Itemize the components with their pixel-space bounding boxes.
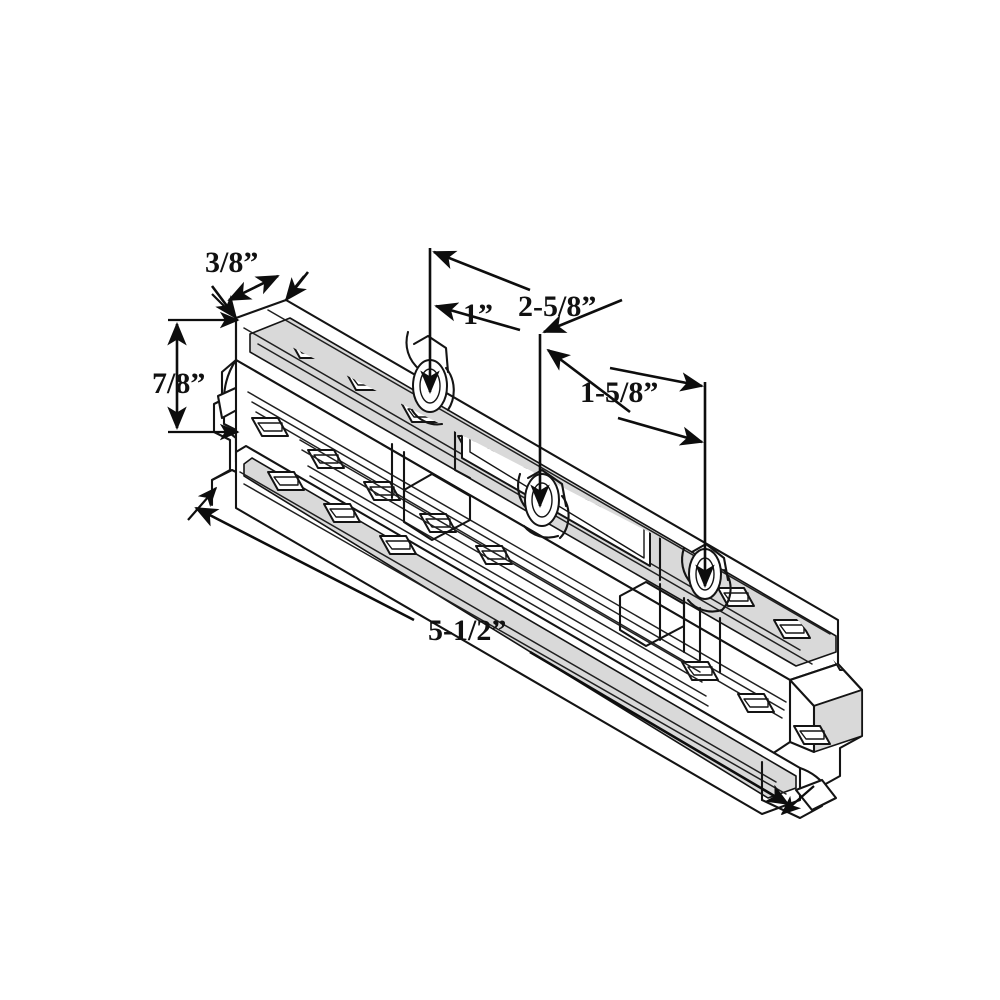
dim-hole-offset-1: 1”: [420, 248, 531, 394]
dim-length-label: 5-1/2”: [428, 614, 506, 647]
dim-hole-offset-3-label: 1-5/8”: [580, 376, 658, 409]
dim-thickness: 3/8”: [205, 246, 310, 320]
dim-hole-offset-3: 1-5/8”: [580, 366, 715, 588]
dim-thickness-label: 3/8”: [205, 246, 258, 279]
web-notches: [402, 472, 686, 648]
bottom-rail: [234, 444, 802, 816]
dimension-annotations: 3/8” 7/8” 1” 2-5/8”: [152, 246, 815, 816]
dim-hole-offset-2: 2-5/8”: [518, 290, 631, 508]
dim-hole-offset-2-label: 2-5/8”: [518, 290, 596, 323]
dim-length: 5-1/2”: [187, 486, 815, 816]
dim-height: 7/8”: [152, 311, 240, 441]
perforation-row-4: [681, 661, 831, 745]
dim-height-label: 7/8”: [152, 367, 205, 400]
perforation-row-5: [267, 471, 417, 555]
web-grooves: [299, 439, 709, 707]
dim-hole-offset-1-label: 1”: [463, 298, 493, 331]
